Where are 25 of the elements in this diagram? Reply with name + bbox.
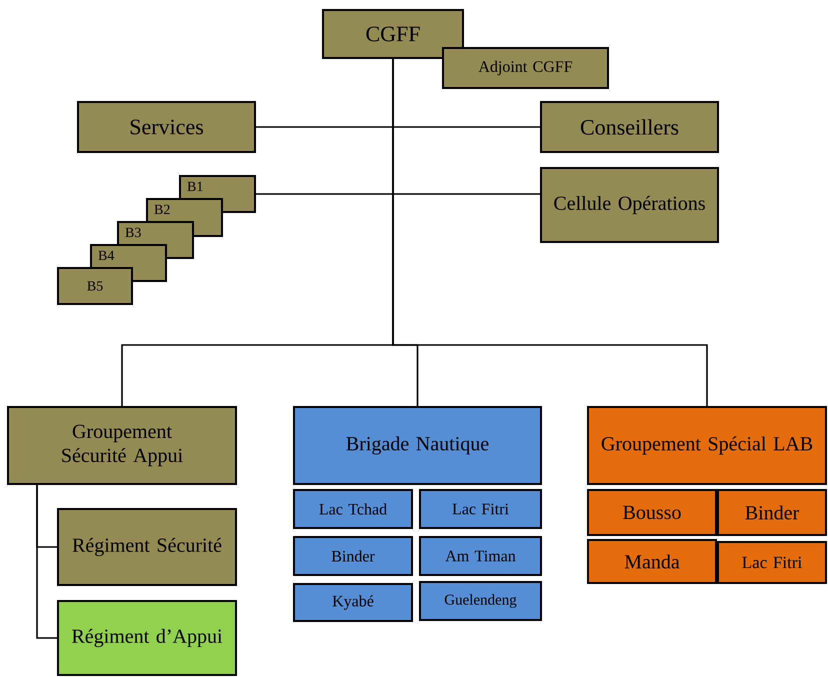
org-box: Lac Fitri	[419, 489, 542, 529]
org-box: Binder	[717, 489, 827, 536]
org-box: Brigade Nautique	[293, 406, 542, 485]
org-box: Groupement Spécial LAB	[587, 406, 827, 485]
org-box: Conseillers	[540, 101, 719, 153]
org-box: Régiment d’Appui	[57, 600, 237, 676]
connector-line	[256, 126, 540, 128]
org-box: Guelendeng	[419, 581, 542, 621]
org-box: Binder	[293, 536, 413, 576]
connector-line	[392, 59, 708, 406]
org-box: Bousso	[587, 489, 717, 536]
org-box: Lac Fitri	[717, 541, 827, 584]
org-box: Am Timan	[419, 536, 542, 576]
org-box: Lac Tchad	[293, 489, 413, 529]
org-box: B5	[57, 267, 133, 305]
org-box: Cellule Opérations	[540, 167, 719, 243]
org-box: Adjoint CGFF	[442, 47, 609, 89]
org-box: Manda	[587, 539, 717, 584]
org-box: Régiment Sécurité	[57, 508, 237, 586]
connector-line	[256, 193, 540, 195]
org-box: Kyabé	[293, 583, 413, 622]
org-box: CGFF	[322, 9, 464, 59]
org-box: Groupement Sécurité Appui	[7, 406, 237, 485]
org-box: Services	[77, 101, 256, 153]
connector-line	[36, 485, 57, 639]
